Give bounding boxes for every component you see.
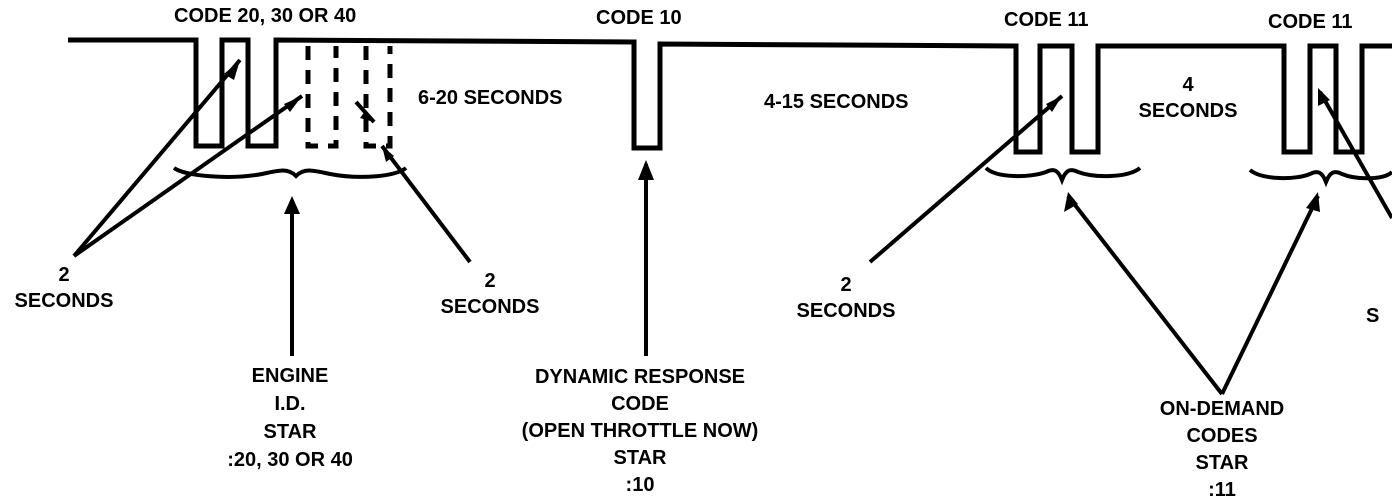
brace-code11-first bbox=[984, 166, 1142, 186]
interval-4-15-seconds: 4-15 SECONDS bbox=[764, 91, 909, 113]
arrowheads bbox=[224, 60, 1330, 214]
optional-pulses-dashed bbox=[305, 46, 393, 149]
brace-engine-id bbox=[172, 166, 408, 179]
signal-waveform bbox=[68, 37, 1392, 155]
brace-code11-second bbox=[1248, 168, 1392, 188]
code-11-first-label: CODE 11 bbox=[1004, 9, 1089, 31]
code-10-label: CODE 10 bbox=[596, 7, 682, 29]
caption-on-demand: ON-DEMAND CODES STAR :11 bbox=[1159, 398, 1285, 501]
code-11-second-label: CODE 11 bbox=[1268, 11, 1353, 33]
two-seconds-partial-right: S bbox=[1366, 305, 1380, 327]
interval-6-20-seconds: 6-20 SECONDS bbox=[418, 87, 563, 109]
code-engine-id-label: CODE 20, 30 OR 40 bbox=[174, 5, 357, 27]
interval-4-seconds: 4 SECONDS bbox=[1138, 74, 1238, 122]
two-seconds-code11: 2 SECONDS bbox=[796, 274, 896, 322]
two-seconds-left: 2 SECONDS bbox=[14, 264, 114, 312]
two-seconds-mid: 2 SECONDS bbox=[440, 270, 540, 318]
caption-engine-id: ENGINE I.D. STAR :20, 30 OR 40 bbox=[227, 365, 353, 471]
caption-dynamic-response: DYNAMIC RESPONSE CODE (OPEN THROTTLE NOW… bbox=[521, 366, 759, 496]
